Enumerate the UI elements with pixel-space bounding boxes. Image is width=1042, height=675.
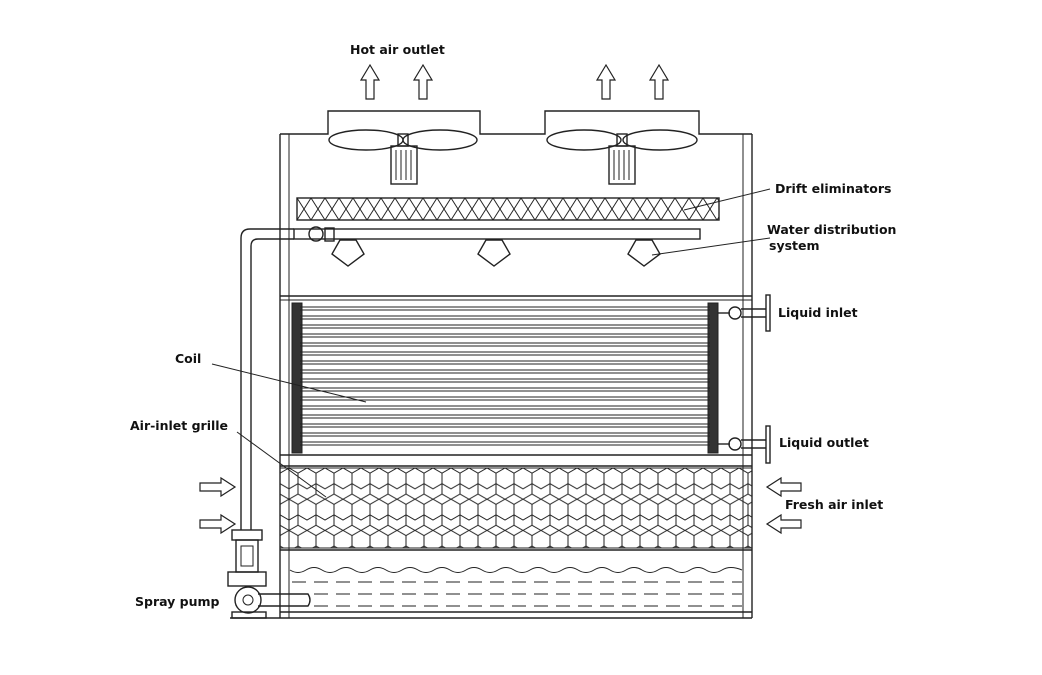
label-drift-eliminators: Drift eliminators [775, 181, 891, 196]
label-liquid-outlet: Liquid outlet [779, 435, 869, 450]
liquid-inlet-pipe [718, 294, 771, 332]
label-spray-pump: Spray pump [135, 594, 220, 609]
liquid-outlet-pipe [718, 425, 771, 464]
hot-air-arrows [359, 63, 670, 100]
fan-right [546, 129, 698, 185]
water-basin [230, 567, 752, 619]
air-inlet-grille [279, 467, 753, 549]
label-hot-air-outlet: Hot air outlet [350, 42, 445, 57]
spray-pump [227, 529, 311, 619]
spray-pipe [240, 228, 294, 530]
label-air-inlet-grille: Air-inlet grille [130, 418, 228, 433]
label-liquid-inlet: Liquid inlet [778, 305, 858, 320]
coil [291, 302, 719, 454]
water-distribution-system [293, 226, 701, 267]
fresh-air-arrows-left [199, 476, 237, 535]
label-coil: Coil [175, 351, 201, 366]
label-water-distribution-1: Water distribution [767, 222, 896, 237]
fresh-air-arrows-right [765, 476, 802, 535]
top-housing-outline [280, 110, 752, 135]
drift-eliminator [296, 197, 720, 221]
fan-left [328, 129, 478, 185]
label-fresh-air-inlet: Fresh air inlet [785, 497, 883, 512]
label-water-distribution-2: system [769, 238, 820, 253]
